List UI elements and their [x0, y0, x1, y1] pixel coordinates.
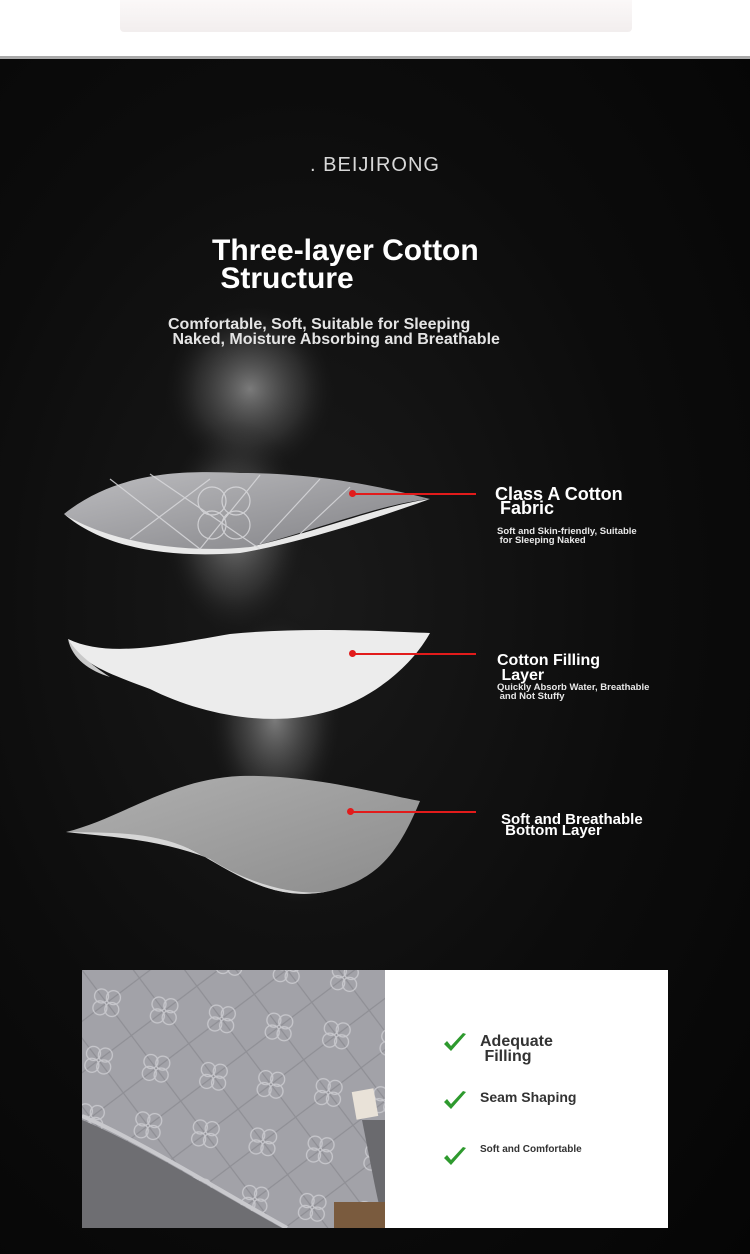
feature-label: Adequate Filling [480, 1033, 553, 1065]
feature-item: Soft and Comfortable [442, 1144, 582, 1170]
layer-filling [68, 630, 430, 719]
check-icon [444, 1091, 466, 1109]
top-banner-strip [0, 0, 750, 57]
pointer-dot-fabric [349, 490, 356, 497]
section-divider [0, 56, 750, 59]
mattress-photo [82, 970, 385, 1228]
pointer-line-filling [353, 653, 476, 655]
pointer-line-bottom [351, 811, 476, 813]
feature-label: Soft and Comfortable [480, 1144, 582, 1155]
previous-banner-remnant [120, 0, 632, 32]
feature-panel: Adequate Filling Seam Shaping Soft and C… [82, 970, 668, 1228]
check-icon [444, 1033, 466, 1051]
structure-section: . BEIJIRONG Three-layer Cotton Structure… [0, 59, 750, 1254]
section-title: Three-layer Cotton Structure [212, 234, 479, 295]
feature-item: Adequate Filling [442, 1030, 553, 1065]
pointer-line-fabric [353, 493, 476, 495]
feature-item: Seam Shaping [442, 1088, 576, 1114]
layer-desc-fabric: Soft and Skin-friendly, Suitable for Sle… [497, 526, 637, 546]
pointer-dot-bottom [347, 808, 354, 815]
layer-title-bottom: Soft and Breathable Bottom Layer [501, 811, 643, 839]
section-subtitle: Comfortable, Soft, Suitable for Sleeping… [168, 316, 500, 348]
layer-fabric [64, 472, 430, 555]
layer-desc-filling: Quickly Absorb Water, Breathable and Not… [497, 682, 650, 702]
layers-illustration [64, 299, 430, 909]
layer-bottom [66, 775, 420, 894]
brand-name: . BEIJIRONG [310, 154, 440, 176]
feature-label: Seam Shaping [480, 1089, 577, 1105]
layer-title-fabric: Class A Cotton Fabric [495, 484, 623, 518]
layer-title-filling: Cotton Filling Layer [497, 652, 601, 684]
check-icon [444, 1147, 466, 1165]
pointer-dot-filling [349, 650, 356, 657]
